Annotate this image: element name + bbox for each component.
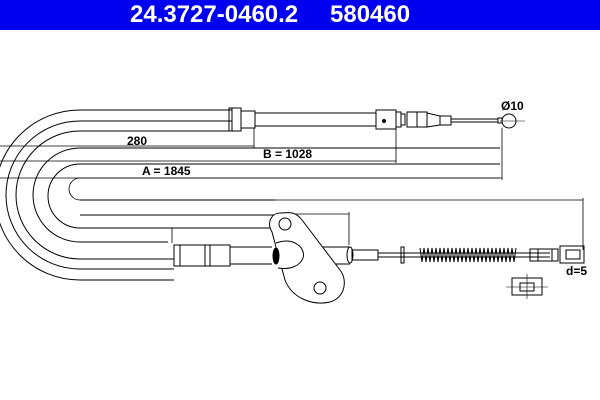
dim-280-label: 280 [127, 134, 147, 148]
reference-number: 580460 [330, 1, 411, 28]
end-fitting-detail [506, 274, 548, 299]
title-bar: 24.3727-0460.2 580460 [0, 0, 600, 30]
d-dimension-label: d=5 [566, 264, 587, 278]
upper-sheath [228, 107, 525, 132]
dim-a-label: A = 1845 [142, 164, 191, 178]
mounting-bracket [269, 212, 345, 304]
dimension-lines [0, 128, 584, 250]
dim-b-label: B = 1028 [263, 147, 312, 161]
ball-diameter-label: Ø10 [501, 99, 524, 113]
part-number: 24.3727-0460.2 [130, 1, 299, 28]
lower-sheath [173, 244, 585, 267]
